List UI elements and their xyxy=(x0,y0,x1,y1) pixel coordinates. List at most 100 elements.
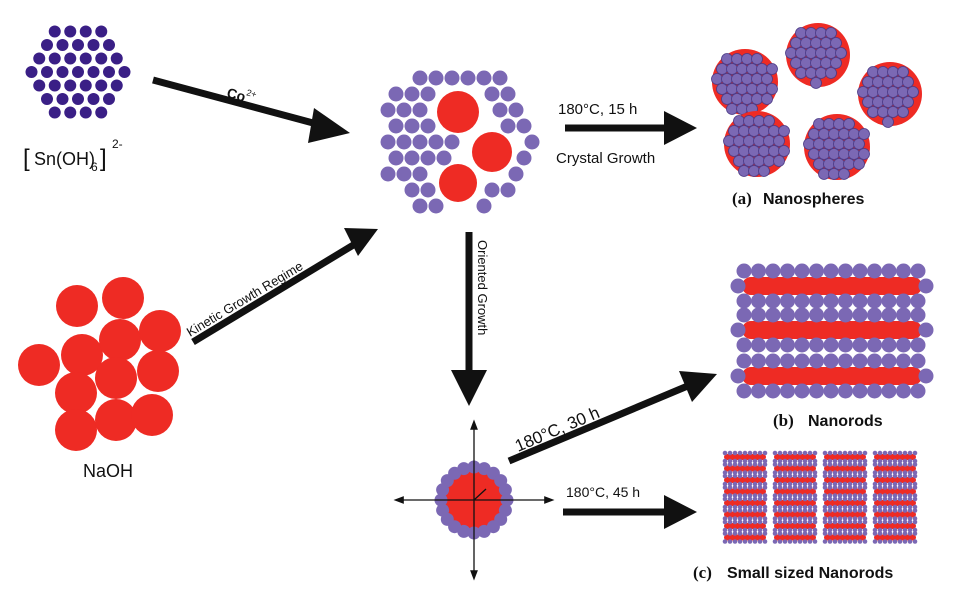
cobalt-particle xyxy=(412,70,428,86)
small-nanorod-particle xyxy=(852,473,858,479)
small-nanorod-particle xyxy=(807,493,813,498)
small-nanorod-particle xyxy=(912,485,918,490)
sphere-particle xyxy=(753,115,765,127)
nanorod-particle xyxy=(910,337,926,353)
sphere-particle xyxy=(726,63,738,75)
small-nanorod-particle xyxy=(782,473,788,479)
caption-c-tag: (c) xyxy=(693,563,712,582)
small-nanorod-particle xyxy=(752,539,758,544)
small-nanorod-particle xyxy=(807,458,813,464)
small-nanorod-particle xyxy=(742,539,748,544)
small-nanorod-particle xyxy=(787,504,793,510)
small-nanorod-particle xyxy=(802,462,808,467)
small-nanorod-core xyxy=(824,523,866,529)
sphere-particle xyxy=(763,135,775,147)
small-nanorod-particle xyxy=(777,462,783,467)
small-nanorod-particle xyxy=(762,473,768,479)
sphere-particle xyxy=(843,118,855,130)
small-nanorod-particle xyxy=(897,470,903,475)
small-nanorod-particle xyxy=(802,516,808,521)
small-nanorod-particle xyxy=(742,473,748,479)
small-nanorod-particle xyxy=(887,473,893,479)
sphere-particle xyxy=(721,73,733,85)
small-nanorod-particle xyxy=(722,450,728,456)
sphere-particle xyxy=(882,116,894,128)
small-nanorod-particle xyxy=(847,481,853,487)
small-nanorod-particle xyxy=(742,531,748,536)
small-nanorod-core xyxy=(774,465,816,472)
small-nanorod-particle xyxy=(757,462,763,467)
small-nanorod-particle xyxy=(862,458,868,464)
small-nanorod-particle xyxy=(892,496,898,502)
small-nanorod-core xyxy=(774,534,816,541)
small-nanorod-particle xyxy=(807,485,813,490)
small-nanorod-particle xyxy=(737,496,743,502)
small-nanorod-particle xyxy=(822,527,828,533)
small-nanorod-particle xyxy=(862,450,868,456)
sphere-particle xyxy=(887,106,899,118)
nanorod-particle xyxy=(751,337,766,353)
sphere-particle xyxy=(795,67,807,79)
nanorod-particle xyxy=(765,293,781,309)
small-nanorod-particle xyxy=(837,450,843,456)
sphere-particle xyxy=(857,86,869,98)
nanorod-particle xyxy=(838,353,853,369)
small-nanorod-particle xyxy=(857,450,863,456)
small-nanorod-particle xyxy=(862,496,868,502)
small-nanorod-particle xyxy=(812,527,818,533)
small-nanorod-particle xyxy=(842,473,848,479)
small-nanorod-particle xyxy=(902,496,908,502)
sphere-particle xyxy=(843,158,855,170)
small-nanorod-particle xyxy=(787,493,793,498)
small-nanorod-particle xyxy=(747,493,753,498)
small-nanorod-particle xyxy=(872,527,878,533)
sphere-particle xyxy=(751,53,763,65)
small-nanorod-particle xyxy=(847,519,853,525)
small-nanorod-particle xyxy=(877,485,883,490)
small-nanorod-particle xyxy=(837,462,843,467)
tin-hydroxide-cluster xyxy=(25,25,131,119)
small-nanorod-particle xyxy=(907,496,913,502)
small-nanorod-particle xyxy=(882,539,888,544)
small-nanorod-particle xyxy=(902,504,908,510)
small-nanorod-particle xyxy=(862,485,868,490)
tin-particle xyxy=(87,66,100,78)
small-nanorod-particle xyxy=(847,531,853,536)
small-nanorod-particle xyxy=(842,485,848,490)
small-nanorod-particle xyxy=(872,504,878,510)
sphere-particle xyxy=(763,155,775,167)
sphere-particle xyxy=(853,158,865,170)
small-nanorod-particle xyxy=(787,485,793,490)
small-nanorod-particle xyxy=(887,496,893,502)
small-nanorod-particle xyxy=(857,496,863,502)
sphere-particle xyxy=(887,86,899,98)
tin-formula: [ Sn(OH) 6 ] 2- xyxy=(23,137,123,174)
small-nanorod-particle xyxy=(822,539,828,544)
small-nanorod-particle xyxy=(907,539,913,544)
small-nanorod-particle xyxy=(912,516,918,521)
small-nanorod-particle xyxy=(752,485,758,490)
small-nanorod-particle xyxy=(802,458,808,464)
small-nanorod-particle xyxy=(797,485,803,490)
small-nanorod-particle xyxy=(812,519,818,525)
small-nanorod-particle xyxy=(877,516,883,521)
small-nanorod-particle xyxy=(737,504,743,510)
small-nanorod-particle xyxy=(827,531,833,536)
small-nanorod-particle xyxy=(902,473,908,479)
small-nanorod-particle xyxy=(747,531,753,536)
sphere-particle xyxy=(823,138,835,150)
sphere-particle xyxy=(746,83,758,95)
small-nanorod-particle xyxy=(777,493,783,498)
small-nanorod-particle xyxy=(872,519,878,525)
small-nanorod-particle xyxy=(847,493,853,498)
cobalt-particle xyxy=(460,70,476,86)
small-nanorod-particle xyxy=(847,462,853,467)
nanorod-particle xyxy=(730,322,746,338)
nanorod-particle xyxy=(852,353,868,369)
small-nanorod-particle xyxy=(857,458,863,464)
small-nanorod-particle xyxy=(747,458,753,464)
small-nanorod-particle xyxy=(877,458,883,464)
small-nanorod-particle xyxy=(847,470,853,475)
small-nanorod-particle xyxy=(722,504,728,510)
small-nanorod-particle xyxy=(742,481,748,487)
